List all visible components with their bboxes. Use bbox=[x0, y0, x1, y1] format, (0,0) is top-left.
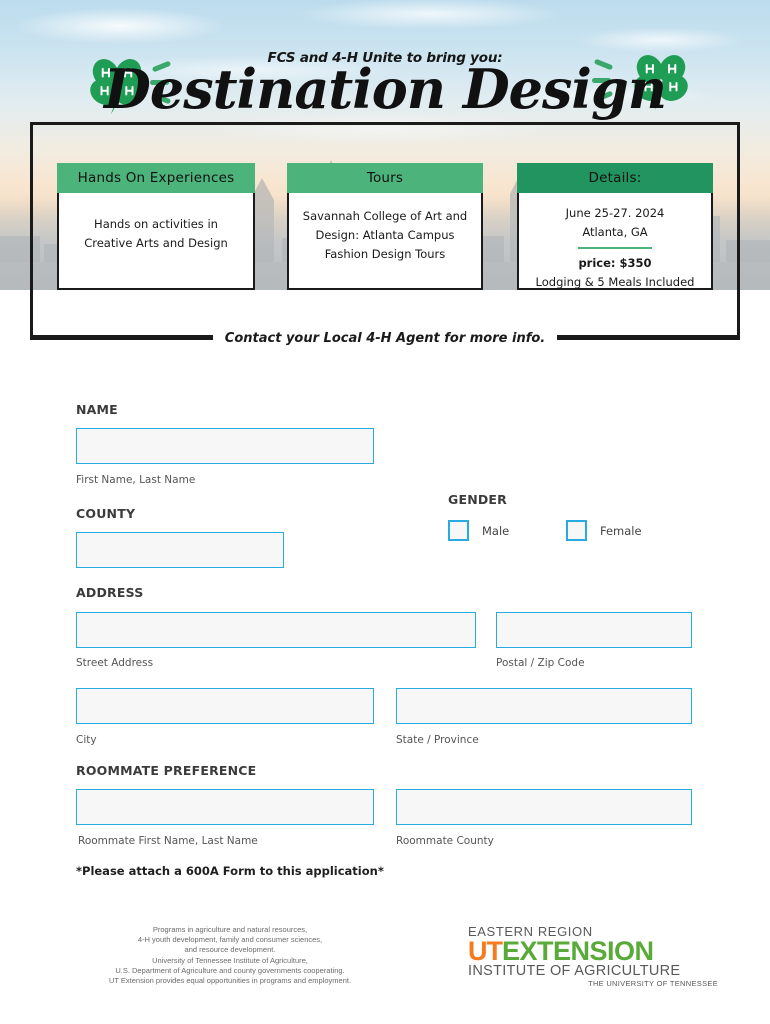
gender-checkbox-male[interactable] bbox=[448, 520, 469, 541]
address-label: ADDRESS bbox=[76, 585, 144, 600]
name-hint: First Name, Last Name bbox=[76, 474, 196, 486]
name-label: NAME bbox=[76, 402, 118, 417]
details-price: price: $350 bbox=[578, 256, 652, 270]
card-line: Creative Arts and Design bbox=[84, 236, 228, 250]
four-leaf-clover-4h-icon-right bbox=[634, 55, 688, 111]
card-body: June 25-27. 2024 Atlanta, GA price: $350… bbox=[517, 193, 713, 290]
card-tours: Tours Savannah College of Art and Design… bbox=[287, 163, 483, 290]
zip-code-input[interactable] bbox=[496, 612, 692, 648]
details-location: Atlanta, GA bbox=[582, 225, 648, 239]
ut-monogram: UT bbox=[468, 936, 503, 966]
roommate-name-input[interactable] bbox=[76, 789, 374, 825]
roommate-name-hint: Roommate First Name, Last Name bbox=[78, 835, 258, 847]
details-included: Lodging & 5 Meals Included bbox=[535, 275, 695, 289]
gender-checkbox-female[interactable] bbox=[566, 520, 587, 541]
disclaimer-line: UT Extension provides equal opportunitie… bbox=[108, 976, 352, 986]
four-leaf-clover-4h-icon-left bbox=[90, 59, 144, 115]
rule-left bbox=[30, 336, 213, 340]
card-title: Details: bbox=[517, 163, 713, 193]
details-date: June 25-27. 2024 bbox=[565, 206, 665, 220]
card-body: Hands on activities in Creative Arts and… bbox=[57, 193, 255, 290]
disclaimer-line: U.S. Department of Agriculture and count… bbox=[115, 965, 345, 975]
hero-title: Destination Design bbox=[104, 57, 667, 121]
contact-note: Contact your Local 4-H Agent for more in… bbox=[212, 330, 558, 346]
attachment-note: *Please attach a 600A Form to this appli… bbox=[76, 864, 384, 878]
card-title: Tours bbox=[287, 163, 483, 193]
street-address-input[interactable] bbox=[76, 612, 476, 648]
disclaimer-line: University of Tennessee Institute of Agr… bbox=[152, 955, 308, 965]
card-line: Fashion Design Tours bbox=[324, 247, 446, 261]
disclaimer-line: Programs in agriculture and natural reso… bbox=[152, 925, 308, 934]
card-body: Savannah College of Art and Design: Atla… bbox=[287, 193, 483, 290]
card-hands-on-experiences: Hands On Experiences Hands on activities… bbox=[57, 163, 255, 290]
disclaimer-line: 4-H youth development, family and consum… bbox=[137, 935, 323, 945]
gender-option-female-label: Female bbox=[600, 524, 642, 538]
street-address-hint: Street Address bbox=[76, 657, 154, 669]
accent-dashes-right bbox=[592, 58, 622, 106]
rule-right bbox=[557, 336, 741, 340]
county-input[interactable] bbox=[76, 532, 284, 568]
card-line: Design: Atlanta Campus bbox=[315, 228, 455, 242]
details-divider bbox=[578, 247, 652, 249]
logo-extension-text: EXTENSION bbox=[502, 936, 654, 966]
contact-strip: Contact your Local 4-H Agent for more in… bbox=[30, 326, 741, 350]
zip-code-hint: Postal / Zip Code bbox=[496, 657, 585, 669]
roommate-county-hint: Roommate County bbox=[396, 835, 494, 847]
logo-region-text: EASTERN REGION bbox=[468, 924, 593, 939]
state-province-input[interactable] bbox=[396, 688, 692, 724]
card-title: Hands On Experiences bbox=[57, 163, 255, 193]
disclaimer-line: and resource development. bbox=[184, 945, 276, 955]
hero-kicker: FCS and 4-H Unite to bring you: bbox=[267, 50, 503, 66]
roommate-county-input[interactable] bbox=[396, 789, 692, 825]
accent-dashes-left bbox=[150, 60, 180, 108]
logo-university-text: THE UNIVERSITY OF TENNESSEE bbox=[588, 979, 718, 988]
card-line: Hands on activities in bbox=[94, 217, 218, 231]
logo-wordmark: UT EXTENSION bbox=[468, 938, 718, 965]
gender-label: GENDER bbox=[448, 492, 508, 507]
city-input[interactable] bbox=[76, 688, 374, 724]
logo-institute-text: INSTITUTE OF AGRICULTURE bbox=[468, 963, 681, 979]
roommate-preference-label: ROOMMATE PREFERENCE bbox=[76, 763, 257, 778]
state-province-hint: State / Province bbox=[396, 734, 479, 746]
county-label: COUNTY bbox=[76, 506, 136, 521]
gender-option-male-label: Male bbox=[482, 524, 510, 538]
ut-extension-logo: EASTERN REGION UT EXTENSION INSTITUTE OF… bbox=[468, 924, 718, 988]
footer-disclaimer: Programs in agriculture and natural reso… bbox=[30, 925, 430, 986]
card-details: Details: June 25-27. 2024 Atlanta, GA pr… bbox=[517, 163, 713, 290]
name-input[interactable] bbox=[76, 428, 374, 464]
city-hint: City bbox=[76, 734, 97, 746]
card-line: Savannah College of Art and bbox=[302, 209, 468, 223]
